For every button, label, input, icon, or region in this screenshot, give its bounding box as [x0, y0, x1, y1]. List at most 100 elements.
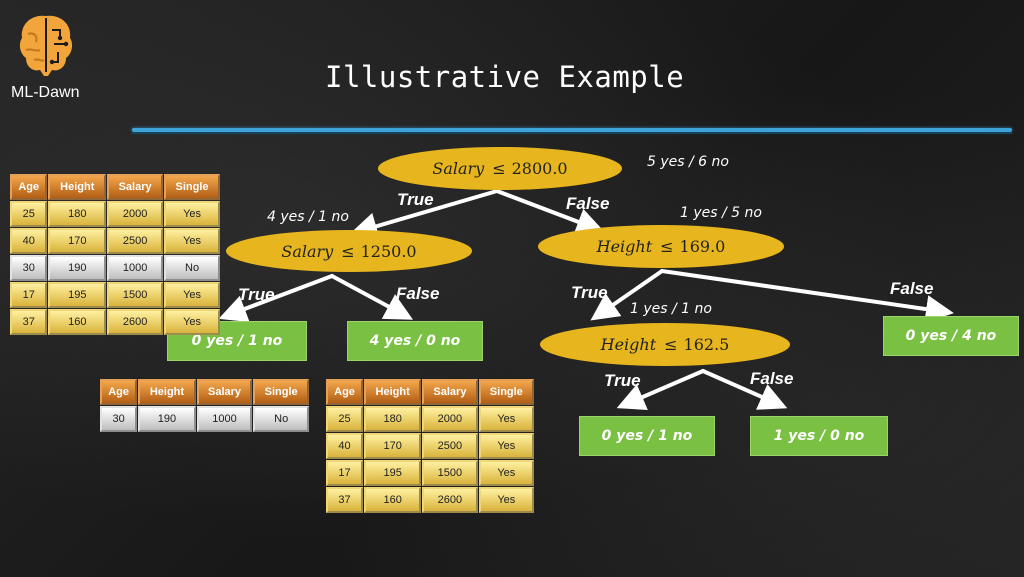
table-header-cell: Height [48, 174, 107, 200]
table-cell: 37 [10, 309, 48, 335]
edge-rl-false [701, 369, 788, 410]
node-right-left: Height ≤ 162.5 [540, 323, 790, 366]
table-cell: 190 [138, 406, 196, 432]
edge-left-true [218, 274, 334, 323]
node-root: Salary ≤ 2800.0 [378, 147, 622, 190]
label-left-false: False [396, 284, 440, 303]
label-root-true: True [397, 190, 434, 209]
table-cell: 195 [48, 282, 107, 308]
node-right-feature: Height [596, 237, 653, 256]
table-cell: 2000 [422, 406, 478, 432]
table-cell: 40 [10, 228, 48, 254]
table-cell: 160 [364, 487, 422, 513]
node-root-value: 2800.0 [511, 159, 568, 178]
table-cell: 2600 [107, 309, 164, 335]
table-header-cell: Salary [196, 379, 253, 405]
edge-right-false [660, 269, 954, 323]
table-cell: 25 [10, 201, 48, 227]
leaf-rl-true: 0 yes / 1 no [579, 416, 715, 456]
edge-root-false [495, 189, 605, 235]
table-cell: 180 [364, 406, 422, 432]
table-cell: 2000 [107, 201, 164, 227]
table-cell: 1000 [196, 406, 253, 432]
node-right: Height ≤ 169.0 [538, 225, 784, 268]
table-header-cell: Salary [422, 379, 478, 405]
leaf-rl-false: 1 yes / 0 no [750, 416, 888, 456]
table-header-cell: Age [10, 174, 48, 200]
table-cell: 2500 [107, 228, 164, 254]
node-root-op: ≤ [492, 159, 506, 178]
node-rl-feature: Height [600, 335, 657, 354]
count-left: 4 yes / 1 no [267, 209, 349, 225]
table-cell: 1000 [107, 255, 164, 281]
table-cell: 40 [326, 433, 364, 459]
table-cell: 17 [10, 282, 48, 308]
table-cell: Yes [478, 487, 534, 513]
count-root: 5 yes / 6 no [647, 154, 729, 170]
edge-left-false [330, 274, 414, 320]
node-root-feature: Salary [432, 159, 485, 178]
leaf-right-false: 0 yes / 4 no [883, 316, 1019, 356]
logo-text: ML-Dawn [11, 84, 80, 101]
title-underline-shadow [132, 132, 1012, 134]
label-root-false: False [566, 194, 610, 213]
table-header-cell: Salary [107, 174, 164, 200]
table-header-cell: Height [364, 379, 422, 405]
table-cell: 1500 [422, 460, 478, 486]
table-header-cell: Single [478, 379, 534, 405]
table-cell: 30 [100, 406, 138, 432]
table-cell: 17 [326, 460, 364, 486]
table-header-cell: Age [326, 379, 364, 405]
node-left-feature: Salary [281, 241, 334, 261]
table-cell: 25 [326, 406, 364, 432]
table-cell: 1500 [107, 282, 164, 308]
label-right-true: True [571, 283, 608, 302]
brain-logo-icon [19, 15, 73, 76]
label-rl-false: False [750, 369, 794, 388]
node-left: Salary ≤ 1250.0 [226, 230, 472, 272]
table-cell: Yes [478, 433, 534, 459]
edge-root-true [349, 189, 499, 240]
label-left-true: True [238, 285, 275, 304]
node-left-op: ≤ [341, 241, 355, 261]
table-cell: 170 [48, 228, 107, 254]
table-cell: 190 [48, 255, 107, 281]
table-cell: 30 [10, 255, 48, 281]
leaf-left-true: 0 yes / 1 no [167, 321, 307, 361]
table-cell: 160 [48, 309, 107, 335]
table-cell: 180 [48, 201, 107, 227]
table-header-cell: Height [138, 379, 196, 405]
table-cell: No [253, 406, 309, 432]
table-cell: Yes [164, 228, 220, 254]
table-cell: No [164, 255, 220, 281]
table-header-cell: Age [100, 379, 138, 405]
count-right-left: 1 yes / 1 no [630, 301, 712, 317]
node-left-value: 1250.0 [360, 241, 417, 261]
node-rl-value: 162.5 [683, 335, 730, 354]
table-header-cell: Single [253, 379, 309, 405]
node-right-op: ≤ [660, 237, 674, 256]
node-right-value: 169.0 [679, 237, 726, 256]
table-header-cell: Single [164, 174, 220, 200]
label-right-false: False [890, 279, 934, 298]
edge-right-true [590, 269, 664, 321]
table-cell: 2500 [422, 433, 478, 459]
page-title: Illustrative Example [325, 60, 685, 94]
edge-rl-true [616, 369, 705, 410]
title-underline [132, 128, 1012, 132]
